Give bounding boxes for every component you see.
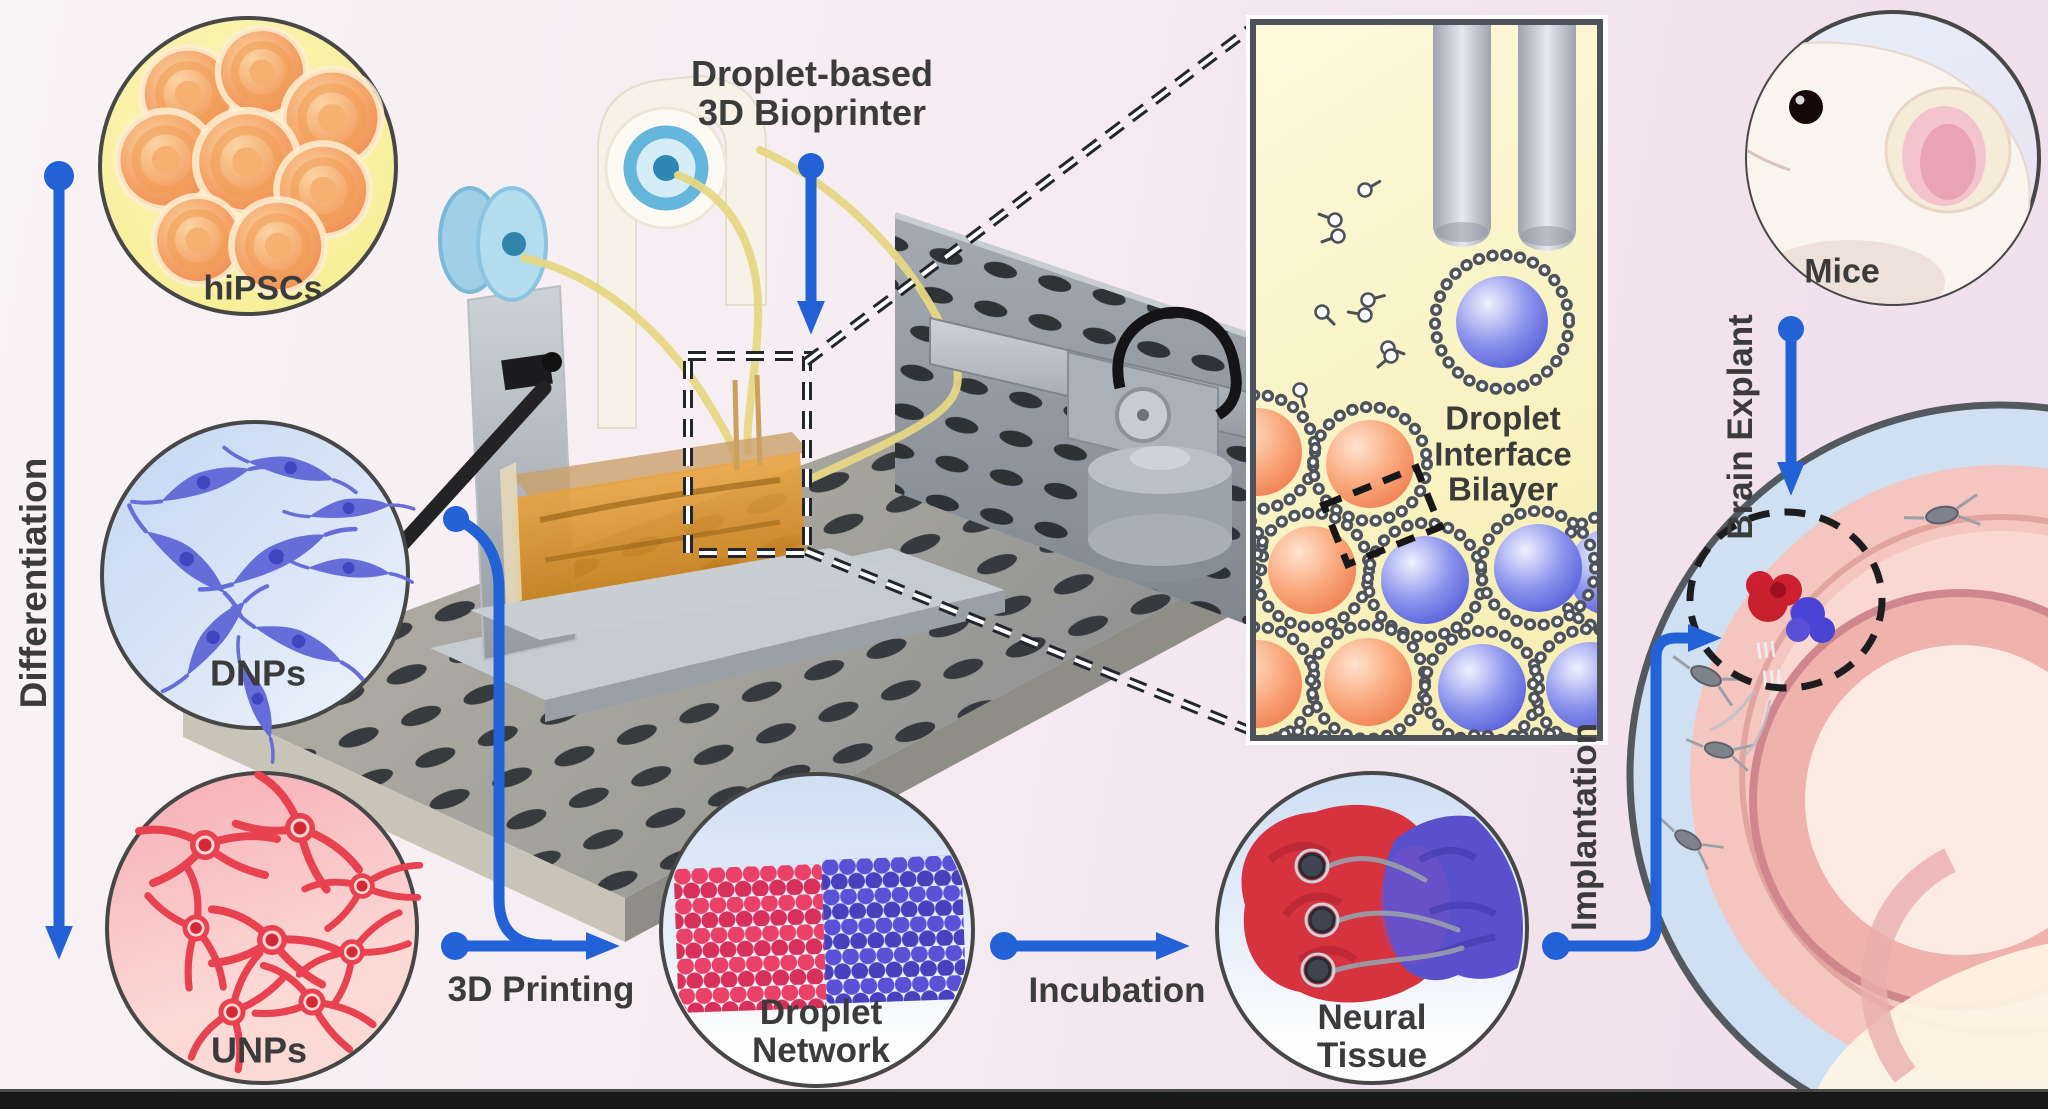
coated-droplet	[1429, 249, 1575, 395]
droplet-network-circle	[659, 772, 975, 1088]
dib-inset-panel	[1246, 15, 1608, 745]
neural-tissue-label-line1: Neural	[1317, 998, 1427, 1038]
dib-label-line3: Bilayer	[1447, 470, 1559, 508]
cable-loop	[1112, 306, 1242, 420]
stage-plate	[430, 548, 1005, 700]
implantation-arrow	[1542, 624, 1722, 960]
pump-disc-hub	[502, 232, 526, 256]
bioprinter-label-line1: Droplet-based	[690, 53, 934, 95]
droplet-network-lattice	[673, 855, 967, 1013]
neural-tissue-label-line2: Tissue	[1316, 1036, 1428, 1075]
pump-hub	[653, 155, 679, 181]
bioprinter-label-line2: 3D Bioprinter	[697, 92, 927, 133]
droplet-network-label-line1: Droplet	[759, 993, 883, 1033]
mouse-nose	[1687, 89, 1701, 103]
unps-label: UNPs	[210, 1029, 308, 1071]
droplet-network-label: Droplet Network	[752, 994, 890, 1070]
hipscs-label: hiPSCs	[203, 269, 323, 308]
incubation-arrow	[990, 932, 1190, 960]
droplet-network-label-line2: Network	[751, 1031, 891, 1070]
clamp-block	[501, 353, 553, 391]
mouse-eye	[1789, 90, 1823, 124]
inset-nozzles	[1433, 25, 1576, 251]
bottom-crop-bar	[0, 1089, 2048, 1109]
mouse-illustration	[1648, 41, 2031, 304]
incubation-label: Incubation	[1028, 971, 1206, 1011]
printer-base-front-left	[183, 693, 625, 942]
mouse-whiskers	[1648, 112, 1736, 218]
dib-label: Droplet Interface Bilayer	[1434, 399, 1572, 508]
printing-label: 3D Printing	[447, 970, 635, 1010]
dnps-label: DNPs	[209, 652, 307, 694]
stage-front-edge	[545, 590, 1005, 722]
support-strut	[378, 380, 552, 570]
printing-arrow	[441, 932, 620, 960]
dib-label-line2: Interface	[1434, 435, 1572, 473]
chamber-highlight-box	[683, 351, 812, 558]
implantation-label: Implantation	[1565, 722, 1605, 932]
neural-tissue-label: Neural Tissue	[1317, 999, 1427, 1075]
brain-explant-label: Brain Explant	[1721, 314, 1761, 540]
neural-tissue-blob	[1241, 804, 1523, 1003]
rotary-stage	[1088, 446, 1232, 582]
syringe-pump-arch	[597, 74, 767, 429]
bioprinter-illustration	[183, 24, 1258, 942]
dib-label-line1: Droplet	[1445, 399, 1561, 437]
bioprinter-arrow	[797, 153, 825, 335]
print-chamber	[470, 374, 900, 640]
inset-leader-lines	[802, 24, 1255, 736]
clamp-knob	[542, 352, 562, 372]
gantry-arm	[929, 316, 1249, 476]
chamber-tray	[470, 548, 900, 640]
mice-label: Mice	[1804, 252, 1880, 291]
dnps-circle	[100, 420, 416, 764]
hipscs-circle	[98, 16, 398, 316]
implant-droplet-columns	[1756, 640, 1782, 687]
brain-explant-arrow	[1777, 316, 1805, 496]
unps-circle	[105, 773, 429, 1085]
differentiation-arrow	[44, 161, 74, 960]
implant-roi-dashed-circle	[1686, 508, 1886, 692]
bioprinter-label: Droplet-based 3D Bioprinter	[690, 53, 934, 133]
differentiation-label: Differentiation	[13, 457, 55, 709]
mice-circle	[1648, 10, 2041, 306]
brain-explant-illustration	[1626, 401, 2048, 1109]
implant-site	[1746, 571, 1835, 687]
neuron-somata	[1294, 848, 1340, 988]
dib-zoom-box	[1319, 463, 1445, 569]
